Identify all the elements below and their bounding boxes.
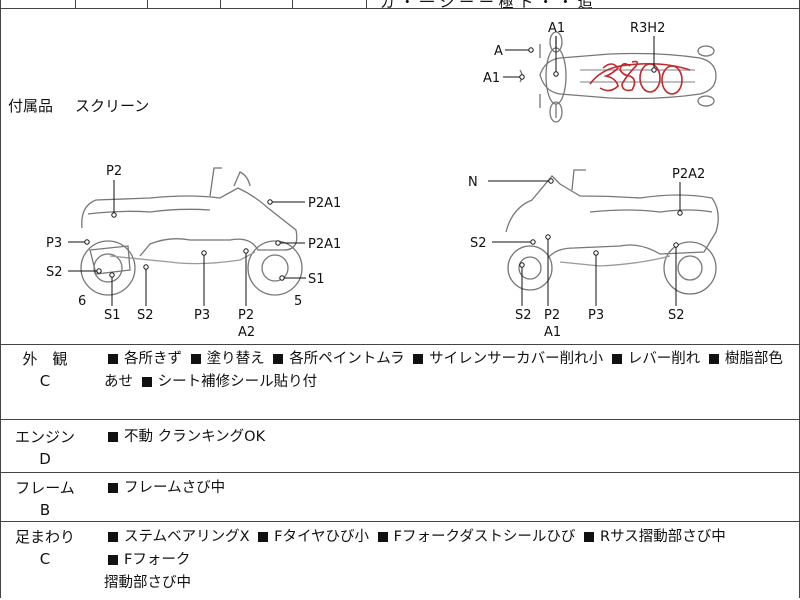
svg-text:S2: S2	[470, 236, 487, 251]
svg-text:P3: P3	[46, 236, 62, 251]
svg-text:S2: S2	[137, 308, 154, 323]
damage-diagram: A A1 A1 R3H2 P2 P2A1 P3 P2A1 S2 S1 6 S1 …	[46, 21, 719, 340]
motorcycle-top-view	[519, 31, 717, 123]
svg-text:5: 5	[294, 294, 302, 309]
note-item: 塗り替え	[187, 351, 265, 367]
top-view-label: A1	[483, 71, 500, 86]
row-divider	[0, 344, 800, 345]
top-view-label: R3H2	[630, 21, 665, 36]
svg-text:S2: S2	[46, 265, 63, 280]
svg-text:N: N	[468, 175, 478, 190]
top-view-label: A	[494, 44, 503, 59]
accessory-row: 付属品 スクリーン	[8, 95, 149, 116]
section-suspension-label: 足まわり C	[0, 526, 90, 570]
note-item: 各所ペイントムラ	[269, 351, 405, 367]
header-divider	[75, 0, 76, 8]
svg-text:P2: P2	[238, 308, 254, 323]
section-frame-label: フレーム B	[0, 477, 90, 521]
note-item: シート補修シール貼り付	[138, 374, 317, 390]
grade-badge: B	[39, 501, 51, 519]
note-item: 各所きず	[104, 351, 182, 367]
svg-text:6: 6	[78, 294, 86, 309]
handwritten-price-mark	[589, 60, 691, 95]
header-divider	[366, 0, 367, 8]
note-item: Fフォーク	[104, 552, 190, 568]
note-item: フレームさび中	[104, 480, 225, 496]
svg-text:A2: A2	[238, 325, 255, 340]
note-item: 不動 クランキングOK	[104, 429, 265, 445]
left-view-labels: P2 P2A1 P3 P2A1 S2 S1 6 S1 S2 P3 P2 A2 5	[46, 164, 341, 340]
section-engine-label: エンジン D	[0, 426, 90, 470]
note-item: あせ	[104, 374, 133, 390]
svg-text:P2: P2	[544, 308, 560, 323]
svg-text:S2: S2	[668, 308, 685, 323]
row-divider	[0, 8, 800, 9]
header-fragment-text: ガ ・ 一 シ ー ー 極 ト ・ ・ 追	[380, 0, 593, 11]
accessory-label: 付属品	[8, 97, 54, 115]
header-divider	[147, 0, 148, 8]
svg-text:P3: P3	[588, 308, 604, 323]
svg-text:S1: S1	[104, 308, 121, 323]
section-engine-notes: 不動 クランキングOK	[104, 426, 794, 449]
note-item: 樹脂部色	[705, 351, 783, 367]
note-item: サイレンサーカバー削れ小	[409, 351, 603, 367]
note-item: Fフォークダストシールひび	[374, 529, 575, 545]
section-frame-notes: フレームさび中	[104, 477, 794, 500]
motorcycle-right-view	[505, 169, 719, 295]
svg-text:P2A1: P2A1	[308, 196, 341, 211]
row-divider	[0, 419, 800, 420]
section-exterior-label: 外 観 C	[0, 348, 90, 392]
note-item: レバー削れ	[608, 351, 700, 367]
svg-text:P2A2: P2A2	[672, 167, 705, 182]
grade-badge: D	[39, 450, 51, 468]
svg-text:S1: S1	[308, 272, 325, 287]
svg-text:P2A1: P2A1	[308, 237, 341, 252]
section-suspension-notes: ステムベアリングX Fタイヤひび小 Fフォークダストシールひび Rサス摺動部さび…	[104, 526, 794, 595]
note-item: 摺動部さび中	[104, 575, 191, 591]
svg-text:S2: S2	[515, 308, 532, 323]
motorcycle-left-view	[80, 167, 303, 296]
grade-badge: C	[39, 550, 51, 568]
right-view-labels: N P2A2 S2 S2 P2 A1 P3 S2	[468, 167, 705, 340]
grade-badge: C	[39, 372, 51, 390]
header-divider	[220, 0, 221, 8]
top-view-label: A1	[548, 21, 565, 36]
section-exterior-notes: 各所きず 塗り替え 各所ペイントムラ サイレンサーカバー削れ小 レバー削れ 樹脂…	[104, 348, 794, 394]
svg-text:A1: A1	[544, 325, 561, 340]
header-divider	[292, 0, 293, 8]
note-item: ステムベアリングX	[104, 529, 250, 545]
accessory-value: スクリーン	[75, 97, 150, 115]
note-item: Fタイヤひび小	[254, 529, 369, 545]
svg-text:P3: P3	[194, 308, 210, 323]
svg-text:P2: P2	[106, 164, 122, 179]
row-divider	[0, 521, 800, 522]
row-divider	[0, 472, 800, 473]
note-item: Rサス摺動部さび中	[580, 529, 726, 545]
